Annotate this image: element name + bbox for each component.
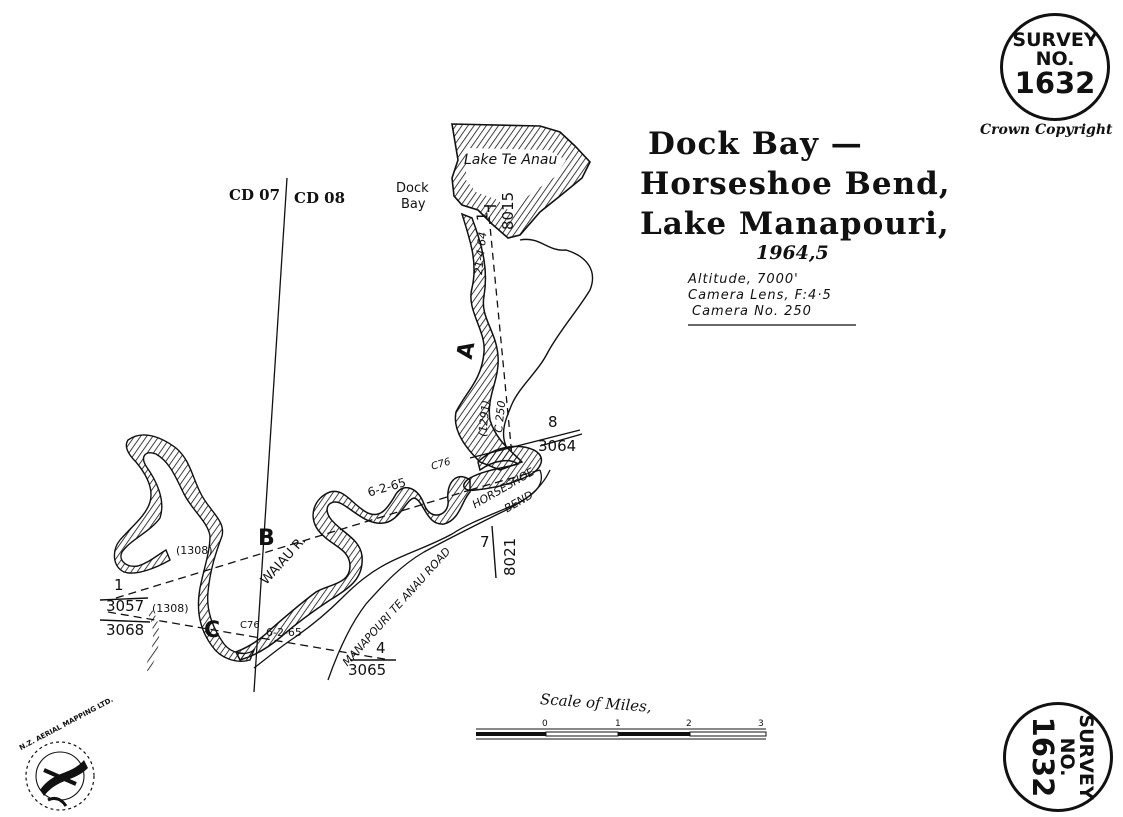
map-year: 1964,5 bbox=[756, 242, 829, 264]
sheet-label-cd07: CD 07 bbox=[229, 186, 281, 204]
label-dock: Dock bbox=[396, 181, 429, 196]
river-left-bank bbox=[253, 469, 542, 669]
company-logo bbox=[25, 741, 95, 811]
flight-line-a bbox=[487, 204, 513, 457]
flight-line-b-end-bottom: 8021 bbox=[501, 537, 519, 576]
flight-line-a-end-mark bbox=[539, 433, 583, 447]
flight-line-b-start-top: 1 bbox=[114, 576, 124, 594]
scale-bar-body bbox=[476, 732, 766, 736]
flight-line-a-end-top: 8 bbox=[548, 413, 558, 431]
flight-line-a-end-bottom: 3064 bbox=[538, 437, 577, 455]
flight-line-c-date: 6-2-65 bbox=[266, 626, 302, 639]
scale-tick-1: 1 bbox=[615, 719, 621, 729]
road-line bbox=[327, 469, 551, 681]
flight-line-b-number: (1308) bbox=[176, 544, 213, 557]
camera-number-text: Camera No. 250 bbox=[692, 304, 812, 319]
survey-badge-top-no: NO. bbox=[1035, 48, 1075, 70]
flight-line-b-letter: B bbox=[258, 526, 275, 551]
survey-badge-top-label: SURVEY bbox=[1012, 29, 1098, 51]
frame-mark-3068 bbox=[99, 619, 151, 623]
map-title-line-1: Dock Bay — bbox=[648, 126, 863, 162]
flight-line-b-start-bottom: 3057 bbox=[106, 597, 145, 615]
horseshoe-bend-shape bbox=[463, 445, 543, 492]
sheet-label-cd08: CD 08 bbox=[294, 189, 346, 207]
crown-copyright: Crown Copyright bbox=[980, 122, 1113, 138]
scale-tick-0: 0 bbox=[542, 719, 548, 729]
scale-bar-segment bbox=[689, 731, 767, 737]
scale-bar-segment bbox=[545, 731, 619, 737]
flight-line-c-start-bottom: 3068 bbox=[106, 621, 145, 639]
frame-mark-8021 bbox=[491, 525, 497, 579]
west-shore-fragment bbox=[146, 610, 160, 671]
label-bay: Bay bbox=[401, 197, 426, 212]
flight-line-c bbox=[107, 611, 391, 661]
flight-line-c-end-bottom: 3065 bbox=[348, 661, 387, 679]
flight-line-c-camera: C76 bbox=[240, 620, 260, 631]
altitude-text: Altitude, 7000' bbox=[688, 272, 799, 287]
flight-line-a-end bbox=[469, 429, 581, 459]
flight-line-c-end-top: 4 bbox=[376, 639, 386, 657]
lake-manapouri-west bbox=[113, 434, 256, 662]
survey-badge-top-number: 1632 bbox=[1014, 66, 1096, 100]
waiau-river-meanders bbox=[234, 475, 471, 661]
map-title-line-3: Lake Manapouri, bbox=[640, 206, 950, 242]
flight-line-a-start-bottom: 8015 bbox=[499, 191, 517, 230]
label-lake-te-anau: Lake Te Anau bbox=[464, 152, 558, 168]
scale-tick-3: 3 bbox=[758, 719, 764, 729]
flight-line-c-letter: C bbox=[204, 618, 221, 643]
survey-badge-bottom-no: NO. bbox=[1056, 737, 1078, 777]
frame-mark-3057 bbox=[99, 597, 149, 601]
survey-badge-bottom-label: SURVEY bbox=[1075, 714, 1097, 800]
map-title-line-2: Horseshoe Bend, bbox=[640, 166, 951, 202]
sheet-boundary-line bbox=[253, 177, 288, 693]
survey-badge-bottom-number: 1632 bbox=[1026, 716, 1060, 798]
survey-badge-top: SURVEY NO. 1632 bbox=[1000, 13, 1110, 121]
lake-te-anau-inner bbox=[466, 148, 566, 214]
river-right-bank bbox=[502, 238, 594, 447]
flight-line-b-end-top: 7 bbox=[480, 533, 490, 551]
flight-line-b bbox=[115, 489, 471, 599]
flight-line-a-start-top: 1 bbox=[473, 211, 492, 222]
scale-tick-2: 2 bbox=[686, 719, 692, 729]
survey-badge-bottom: SURVEY NO. 1632 bbox=[1003, 702, 1113, 812]
camera-lens-text: Camera Lens, F:4·5 bbox=[688, 288, 832, 303]
flight-line-c-number: (1308) bbox=[152, 602, 189, 615]
